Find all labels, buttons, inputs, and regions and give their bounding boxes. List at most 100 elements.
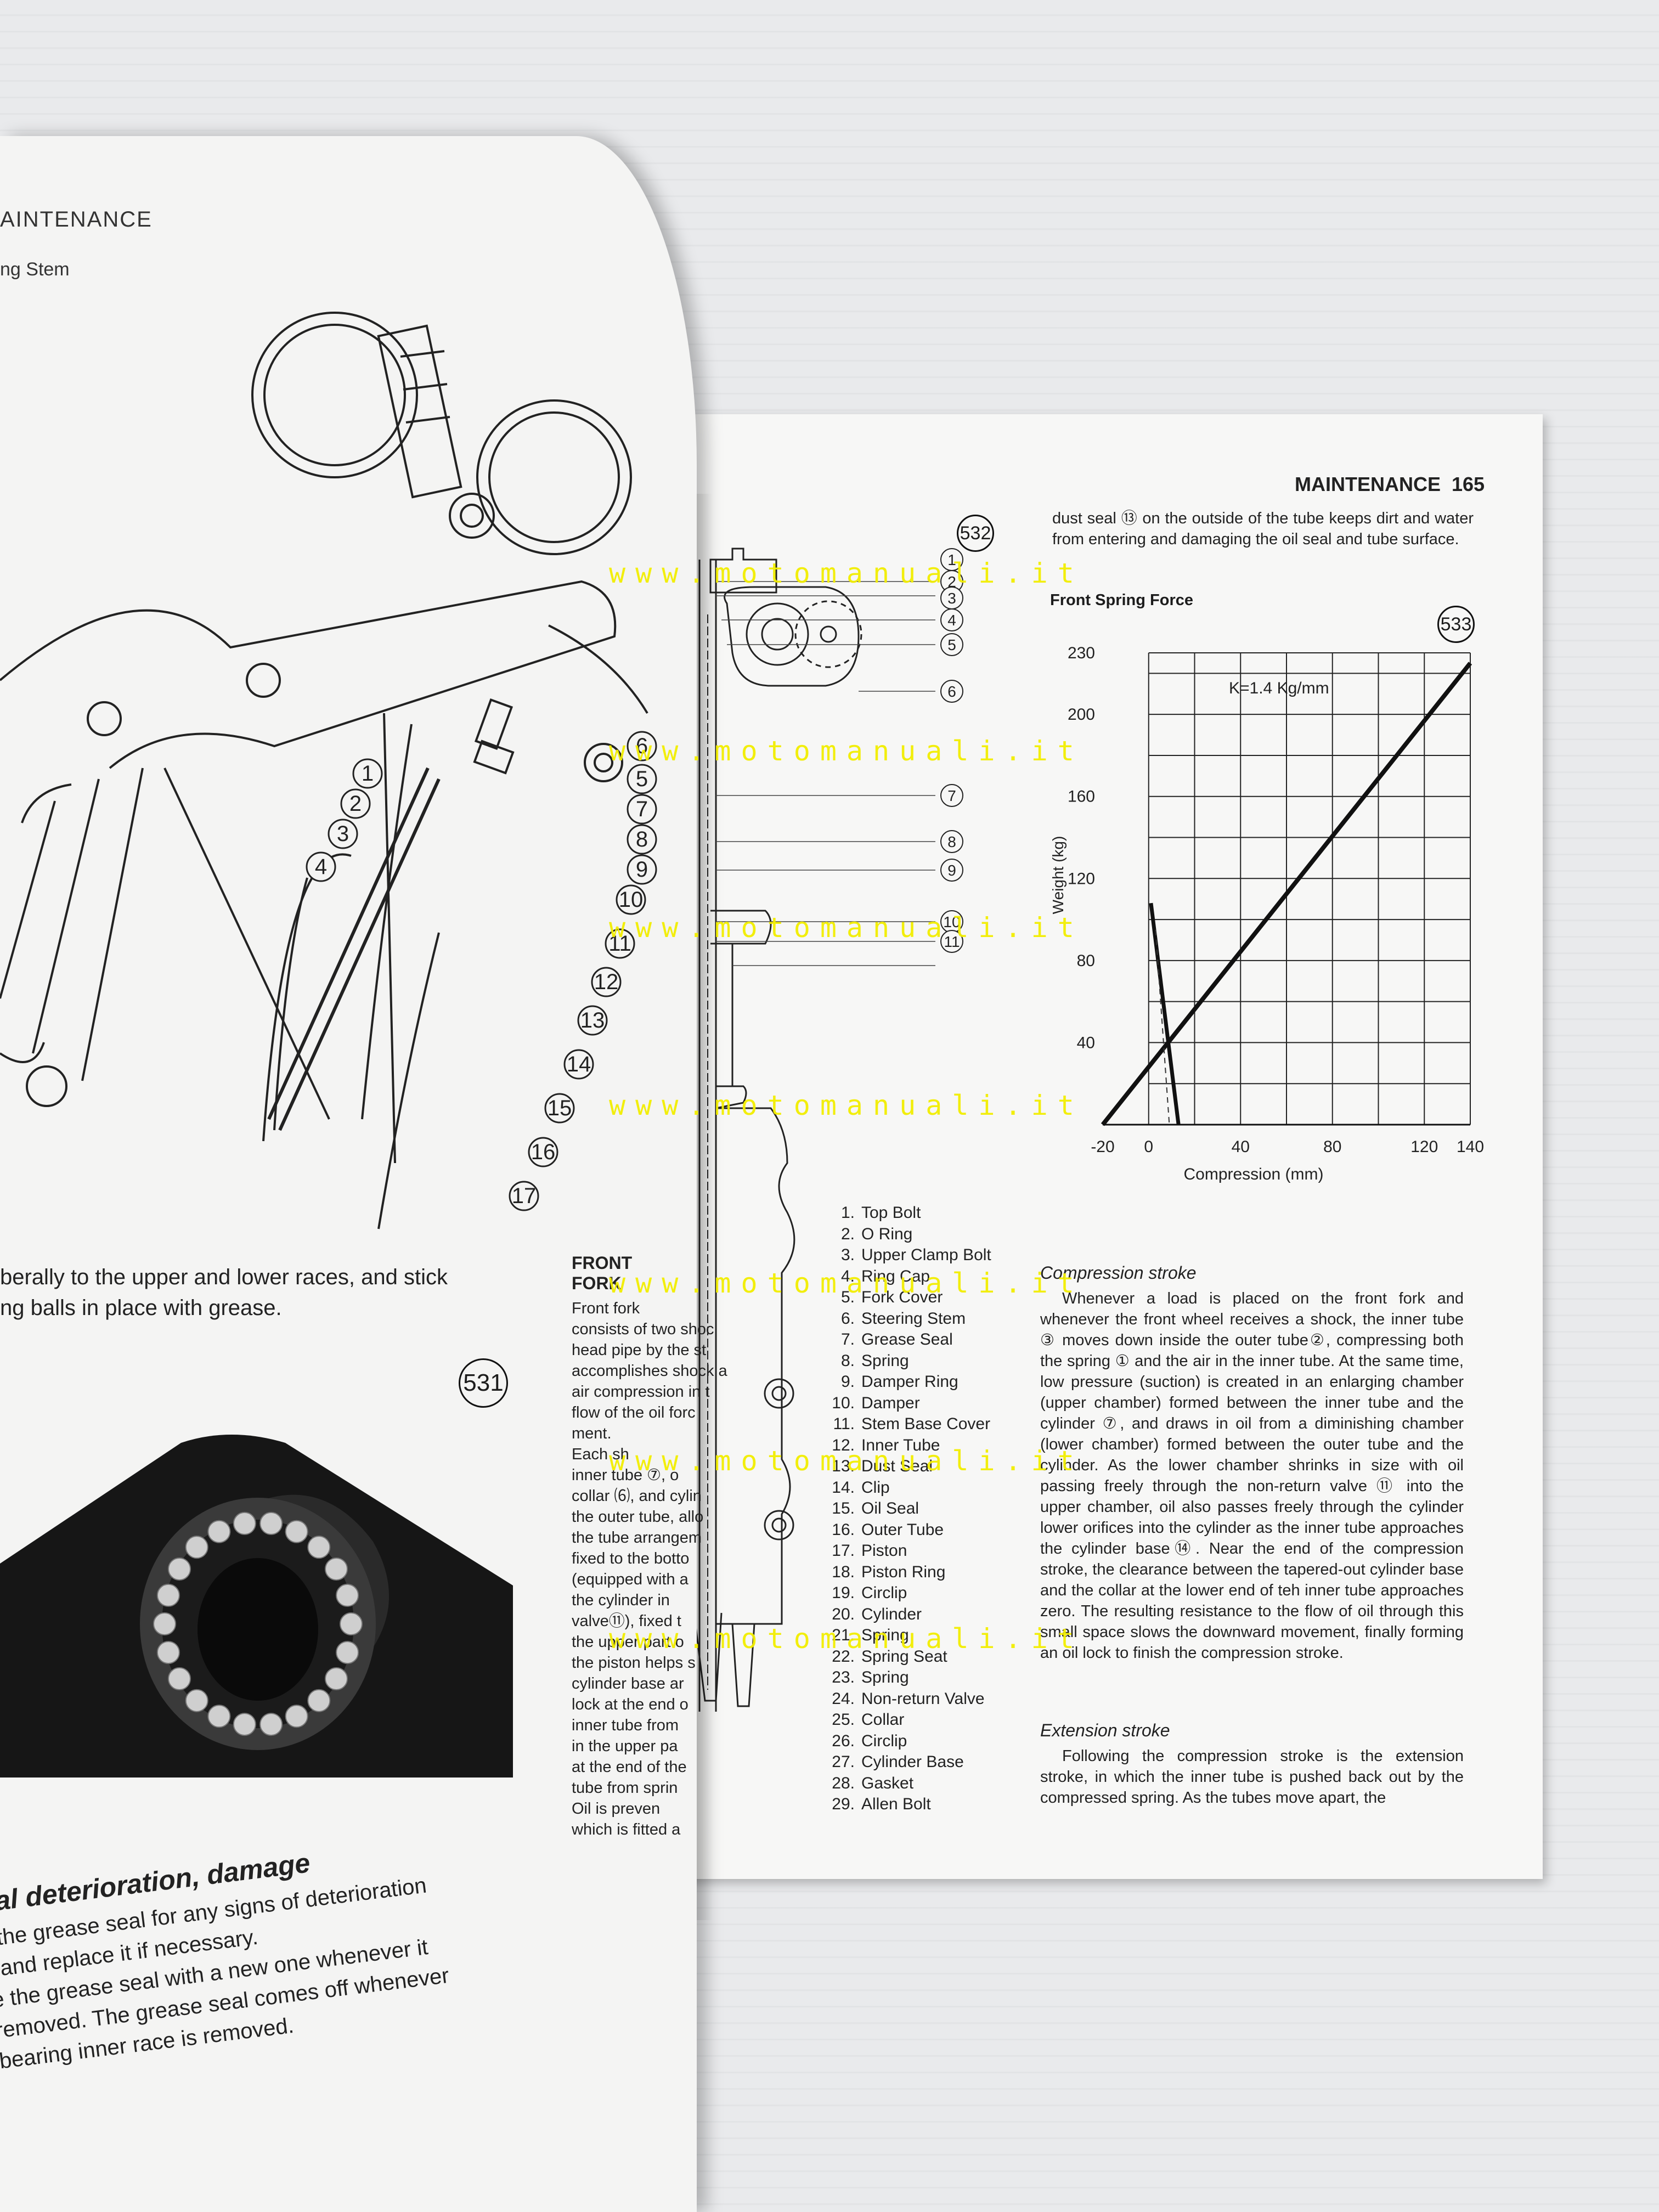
front-fork-text-line: the tube arrangem <box>572 1529 702 1547</box>
part-number: 24. <box>832 1689 855 1708</box>
parts-list-item: 7.Grease Seal <box>830 1329 1071 1351</box>
illustration-callout-number: 5 <box>636 767 648 791</box>
front-fork-text-line: Front fork <box>572 1300 640 1317</box>
illustration-callout-circle <box>563 1049 594 1080</box>
part-number: 7. <box>840 1330 855 1348</box>
y-tick-label: 160 <box>1068 788 1095 806</box>
chart-y-label: Weight (kg) <box>1049 836 1066 915</box>
front-fork-text-line: the outer tube, allo <box>572 1508 704 1526</box>
left-page-header: AINTENANCE <box>0 207 153 232</box>
parts-list-item: 9.Damper Ring <box>830 1372 1071 1393</box>
left-page-subheader: ng Stem <box>0 259 70 280</box>
bearing-ball <box>156 1583 180 1607</box>
front-fork-text-line: tube from sprin <box>572 1779 678 1797</box>
bearing-ball <box>207 1705 231 1728</box>
bearing-ball <box>340 1612 363 1635</box>
header-section-title: MAINTENANCE <box>1295 473 1441 495</box>
fork-callout-number: 8 <box>947 833 956 850</box>
part-number: 3. <box>840 1246 855 1264</box>
fork-callout-number: 6 <box>947 683 956 700</box>
extension-stroke-paragraph: Following the compression stroke is the … <box>1040 1747 1464 1807</box>
fork-callout-number: 11 <box>944 933 960 950</box>
part-number: 6. <box>840 1309 855 1328</box>
left-caption: berally to the upper and lower races, an… <box>0 1262 527 1323</box>
part-name: O Ring <box>861 1224 913 1243</box>
parts-list-item: 8.Spring <box>830 1351 1071 1372</box>
chart-annotation: K=1.4 Kg/mm <box>1229 679 1329 697</box>
part-number: 13. <box>832 1457 855 1475</box>
part-number: 22. <box>832 1647 855 1666</box>
front-fork-text-line: ment. <box>572 1425 612 1442</box>
bearing-ball <box>325 1557 348 1581</box>
front-fork-text-line: lock at the end o <box>572 1696 689 1713</box>
part-number: 12. <box>832 1436 855 1454</box>
illustration-callout-number: 6 <box>636 734 648 758</box>
fork-callout-number: 1 <box>947 551 956 568</box>
fork-callout-circle <box>940 859 963 882</box>
parts-list-item: 25.Collar <box>830 1709 1071 1731</box>
part-name: Stem Base Cover <box>861 1415 991 1433</box>
front-fork-text-line: inner tube ⑦, o <box>572 1466 679 1484</box>
illustration-callout-circle <box>627 824 657 855</box>
front-fork-text-line: in the upper pa <box>572 1737 678 1755</box>
bearing-photo-drawing <box>0 1355 513 1778</box>
fork-callout-circle <box>940 608 963 631</box>
fork-callout-number: 10 <box>943 913 960 930</box>
part-number: 5. <box>840 1288 855 1306</box>
front-fork-title: FRONT FORK <box>572 1253 633 1293</box>
parts-list-item: 3.Upper Clamp Bolt <box>830 1245 1071 1266</box>
bearing-ball <box>285 1520 308 1543</box>
part-name: Non-return Valve <box>861 1689 985 1708</box>
x-tick-label: 40 <box>1232 1138 1250 1156</box>
figure-533-label: 533 <box>1437 606 1475 643</box>
illustration-callout-number: 1 <box>362 761 374 786</box>
part-name: Circlip <box>861 1584 907 1602</box>
illustration-callout-number: 13 <box>580 1008 605 1032</box>
part-name: Dust Seal <box>861 1457 933 1475</box>
illustration-callout-circle <box>605 928 635 959</box>
watermark-6: www.motomanuali.it <box>609 1445 1084 1477</box>
part-name: Clip <box>861 1478 890 1497</box>
parts-list-item: 6.Steering Stem <box>830 1308 1071 1330</box>
part-name: Fork Cover <box>861 1288 943 1306</box>
bearing-ball <box>325 1667 348 1691</box>
illustration-callout-circle <box>591 967 622 997</box>
part-number: 10. <box>832 1393 855 1412</box>
illustration-callout-number: 3 <box>337 822 349 846</box>
x-tick-label: 80 <box>1323 1138 1341 1156</box>
part-number: 8. <box>840 1351 855 1370</box>
fork-callout-number: 5 <box>947 636 956 653</box>
parts-list-item: 29.Allen Bolt <box>830 1794 1071 1815</box>
right-page <box>658 414 1543 1879</box>
parts-list-item: 16.Outer Tube <box>830 1520 1071 1541</box>
front-fork-text-line: head pipe by the st <box>572 1341 707 1359</box>
bearing-ball <box>153 1612 176 1635</box>
illustration-callout-number: 16 <box>531 1140 556 1164</box>
front-fork-text-line: Oil is preven <box>572 1800 661 1818</box>
compression-stroke-text: Whenever a load is placed on the front f… <box>1040 1288 1464 1663</box>
illustration-callout-circle <box>528 1137 558 1167</box>
fork-callout-number: 9 <box>947 862 956 879</box>
parts-list-item: 5. Fork Cover <box>830 1287 1071 1308</box>
illustration-callout-number: 15 <box>548 1096 572 1120</box>
front-fork-text-line: air compression in t <box>572 1383 710 1401</box>
part-number: 18. <box>832 1562 855 1581</box>
fork-callout-circle <box>940 633 963 656</box>
illustration-callout-circle <box>328 819 358 849</box>
part-name: Spring <box>861 1668 909 1686</box>
front-fork-text-line: cylinder base ar <box>572 1675 684 1692</box>
parts-list-item: 18.Piston Ring <box>830 1562 1071 1583</box>
y-tick-label: 80 <box>1077 952 1095 970</box>
part-number: 28. <box>832 1774 855 1792</box>
illustration-callout-number: 4 <box>315 855 327 879</box>
illustration-callout-circle <box>306 851 336 882</box>
parts-list-item: 23. Spring <box>830 1667 1071 1689</box>
part-number: 9. <box>840 1373 855 1391</box>
illustration-callout-circle <box>577 1005 608 1036</box>
part-number: 23. <box>832 1668 855 1686</box>
parts-list-item: 1.Top Bolt <box>830 1203 1071 1224</box>
front-fork-text-line: the cylinder in <box>572 1592 670 1609</box>
